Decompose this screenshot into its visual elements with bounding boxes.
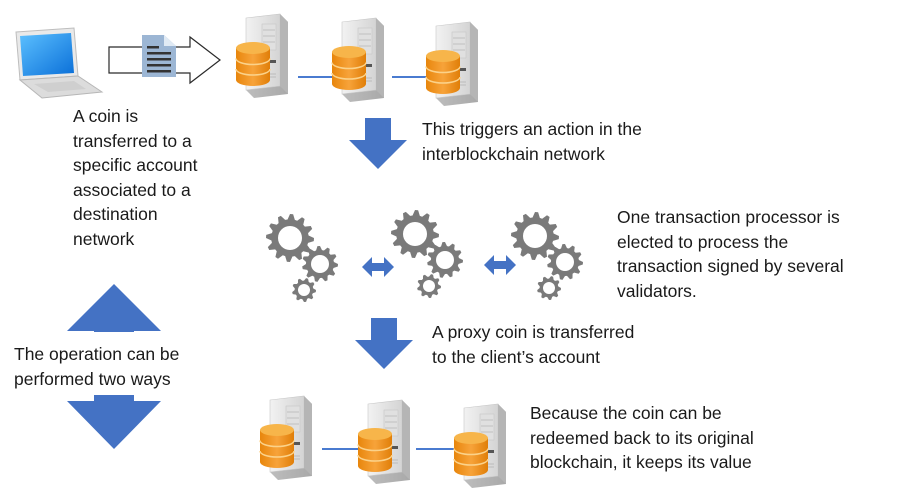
up-arrow-icon (66, 283, 162, 333)
server-node-icon (235, 13, 289, 99)
gear-icon (427, 242, 463, 278)
gear-icon (537, 276, 561, 300)
gear-icon (547, 244, 583, 280)
proxy-step-label: A proxy coin is transferred to the clien… (432, 322, 635, 367)
down-arrow-icon (348, 118, 408, 170)
server-node-icon (259, 395, 313, 481)
processing-step-label: One transaction processor is elected to … (617, 207, 844, 301)
gear-icon (391, 210, 439, 258)
laptop-icon (12, 27, 104, 100)
source-step-label: A coin is transferred to a specific acco… (73, 106, 198, 249)
gear-icon (302, 246, 338, 282)
bidirectional-label: The operation can be performed two ways (14, 344, 180, 389)
gear-icon (266, 214, 314, 262)
destination-step-label: Because the coin can be redeemed back to… (530, 403, 754, 472)
down-arrow-icon (66, 395, 162, 451)
trigger-step-label: This triggers an action in the interbloc… (422, 119, 642, 164)
gear-icon (292, 278, 316, 302)
server-node-icon (331, 17, 385, 103)
source-blockchain-network (235, 12, 506, 107)
down-arrow-icon (354, 318, 414, 370)
bidirectional-arrow-icon (362, 257, 394, 277)
server-node-icon (425, 21, 479, 107)
server-node-icon (453, 403, 507, 489)
bidirectional-arrow-icon (484, 255, 516, 275)
server-node-icon (357, 399, 411, 485)
destination-blockchain-network (259, 394, 530, 489)
document-icon (142, 35, 176, 77)
gear-icon (417, 274, 441, 298)
validator-network (262, 200, 602, 302)
gear-icon (511, 212, 559, 260)
